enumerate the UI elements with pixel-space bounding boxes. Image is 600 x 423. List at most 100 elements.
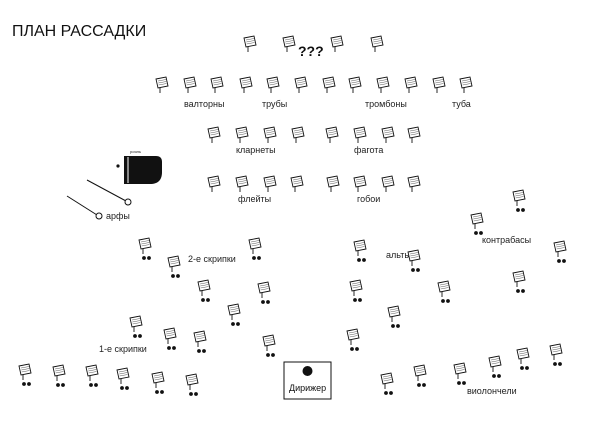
music-stand-icon bbox=[407, 249, 421, 266]
chair-dots-icon bbox=[516, 289, 525, 293]
music-stand-icon bbox=[262, 334, 276, 351]
music-stand-icon bbox=[263, 126, 277, 143]
label-trombones: тромбоны bbox=[365, 99, 407, 109]
music-stand-icon bbox=[326, 175, 340, 192]
chair-dots-icon bbox=[457, 381, 466, 385]
chair-dots-icon bbox=[357, 258, 366, 262]
piano-icon bbox=[116, 156, 162, 184]
music-stand-icon bbox=[210, 76, 224, 93]
music-stand-icon bbox=[380, 372, 394, 389]
chair-dots-icon bbox=[411, 268, 420, 272]
music-stand-icon bbox=[291, 126, 305, 143]
chair-dots-icon bbox=[384, 391, 393, 395]
chair-dots-icon bbox=[557, 259, 566, 263]
music-stand-icon bbox=[235, 126, 249, 143]
music-stand-icon bbox=[348, 76, 362, 93]
label-violins1: 1-е скрипки bbox=[99, 344, 147, 354]
label-oboes: гобои bbox=[357, 194, 380, 204]
label-violins2: 2-е скрипки bbox=[188, 254, 236, 264]
music-stand-icon bbox=[266, 76, 280, 93]
chair-dots-icon bbox=[520, 366, 529, 370]
music-stand-icon bbox=[239, 76, 253, 93]
music-stand-icon bbox=[453, 362, 467, 379]
music-stand-icon bbox=[235, 175, 249, 192]
chair-dots-icon bbox=[171, 274, 180, 278]
chair-dots-icon bbox=[516, 208, 525, 212]
music-stand-icon bbox=[404, 76, 418, 93]
music-stand-icon bbox=[18, 363, 32, 380]
label-trumpets: трубы bbox=[262, 99, 287, 109]
music-stand-icon bbox=[248, 237, 262, 254]
label-bassoons: фагота bbox=[354, 145, 383, 155]
music-stand-icon bbox=[151, 371, 165, 388]
music-stand-icon bbox=[129, 315, 143, 332]
music-stand-icon bbox=[227, 303, 241, 320]
label-violas: альты bbox=[386, 250, 411, 260]
chair-dots-icon bbox=[189, 392, 198, 396]
music-stand-icon bbox=[381, 175, 395, 192]
music-stand-icon bbox=[553, 240, 567, 257]
music-stand-icon bbox=[346, 328, 360, 345]
music-stand-icon bbox=[85, 364, 99, 381]
chair-dots-icon bbox=[441, 299, 450, 303]
label-horns: валторны bbox=[184, 99, 224, 109]
piano-label: рояль bbox=[130, 149, 141, 154]
music-stand-icon bbox=[263, 175, 277, 192]
chair-dots-icon bbox=[231, 322, 240, 326]
music-stand-icon bbox=[376, 76, 390, 93]
music-stand-icon bbox=[257, 281, 271, 298]
music-stand-icon bbox=[353, 175, 367, 192]
chair-dots-icon bbox=[142, 256, 151, 260]
music-stand-icon bbox=[138, 237, 152, 254]
chair-dots-icon bbox=[492, 374, 501, 378]
music-stand-icon bbox=[407, 126, 421, 143]
chair-dots-icon bbox=[89, 383, 98, 387]
music-stand-icon bbox=[353, 126, 367, 143]
conductor-label: Дирижер bbox=[289, 383, 326, 393]
music-stand-icon bbox=[413, 364, 427, 381]
music-stand-icon bbox=[349, 279, 363, 296]
music-stand-icon bbox=[167, 255, 181, 272]
music-stand-icon bbox=[197, 279, 211, 296]
music-stand-icon bbox=[183, 76, 197, 93]
music-stand-icon bbox=[243, 35, 257, 52]
music-stand-icon bbox=[381, 126, 395, 143]
chair-dots-icon bbox=[22, 382, 31, 386]
music-stand-icon bbox=[294, 76, 308, 93]
chair-dots-icon bbox=[120, 386, 129, 390]
music-stand-icon bbox=[185, 373, 199, 390]
music-stand-icon bbox=[387, 305, 401, 322]
music-stand-icon bbox=[282, 35, 296, 52]
music-stand-icon bbox=[330, 35, 344, 52]
chair-dots-icon bbox=[350, 347, 359, 351]
chair-dots-icon bbox=[56, 383, 65, 387]
chair-dots-icon bbox=[201, 298, 210, 302]
music-stand-icon bbox=[155, 76, 169, 93]
chair-dots-icon bbox=[252, 256, 261, 260]
music-stand-icon bbox=[207, 175, 221, 192]
podium-icon bbox=[283, 361, 332, 400]
music-stand-icon bbox=[512, 189, 526, 206]
chair-dots-icon bbox=[155, 390, 164, 394]
chair-dots-icon bbox=[553, 362, 562, 366]
music-stand-icon bbox=[322, 76, 336, 93]
music-stand-icon bbox=[432, 76, 446, 93]
music-stand-icon bbox=[290, 175, 304, 192]
music-stand-icon bbox=[207, 126, 221, 143]
chair-dots-icon bbox=[391, 324, 400, 328]
music-stand-icon bbox=[470, 212, 484, 229]
label-tuba: туба bbox=[452, 99, 471, 109]
label-cellos: виолончели bbox=[467, 386, 517, 396]
music-stand-icon bbox=[370, 35, 384, 52]
music-stand-icon bbox=[163, 327, 177, 344]
music-stand-icon bbox=[116, 367, 130, 384]
chair-dots-icon bbox=[417, 383, 426, 387]
music-stand-icon bbox=[516, 347, 530, 364]
chair-dots-icon bbox=[197, 349, 206, 353]
plan-title: ПЛАН РАССАДКИ bbox=[12, 23, 146, 40]
harp-icon bbox=[66, 195, 103, 220]
music-stand-icon bbox=[549, 343, 563, 360]
unknown-marker: ??? bbox=[298, 43, 324, 59]
label-clarinets: кларнеты bbox=[236, 145, 276, 155]
